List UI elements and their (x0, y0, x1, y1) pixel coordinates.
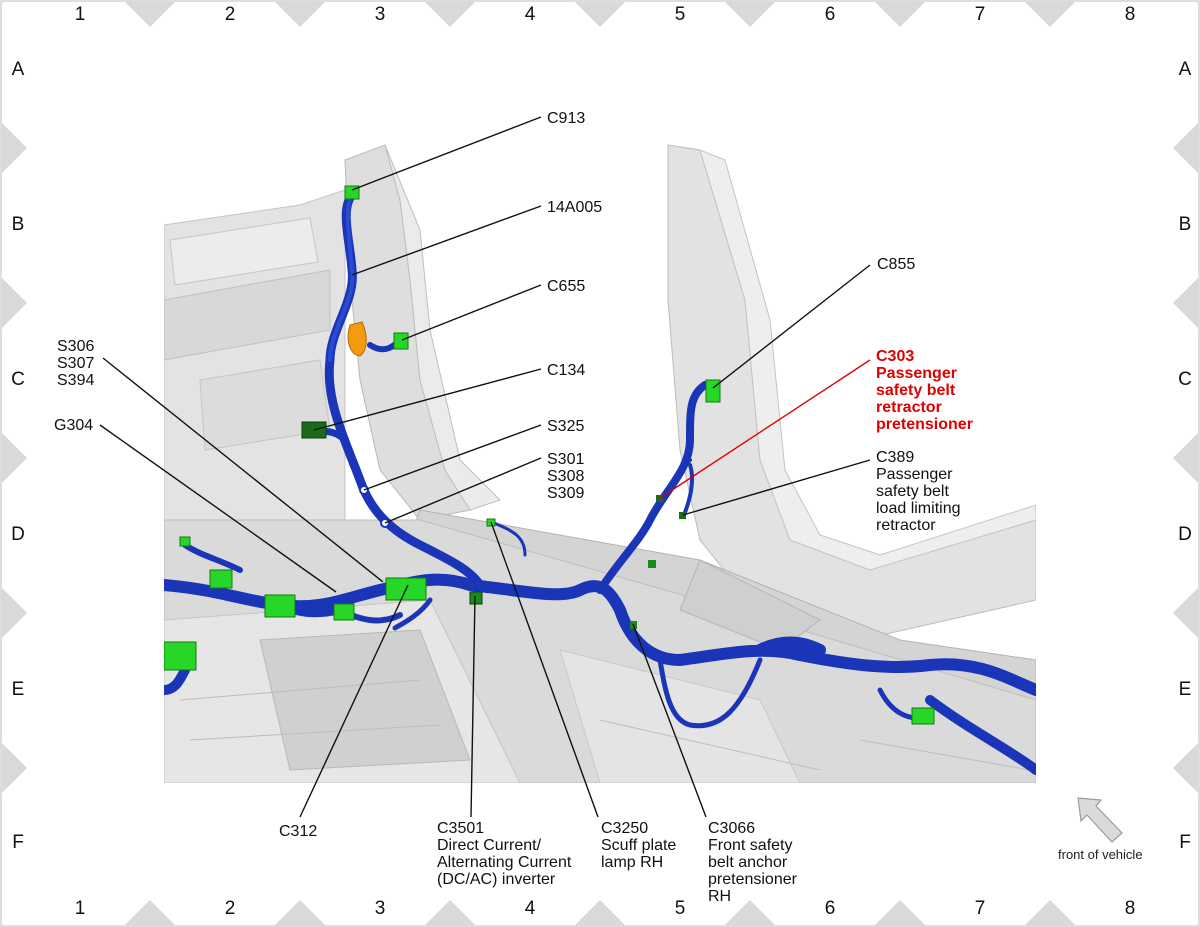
callout-line: C389 (876, 449, 914, 466)
callout-line: S394 (57, 372, 94, 389)
column-label-bottom-4: 4 (525, 898, 536, 919)
column-label-bottom-1: 1 (75, 898, 86, 919)
leader-lines (99, 116, 871, 818)
callout-line: S301 (547, 451, 584, 468)
callout-line: Front safety (708, 837, 792, 854)
callout-line: C312 (279, 823, 317, 840)
callout-c134: C134 (547, 362, 585, 379)
column-label-bottom-3: 3 (375, 898, 386, 919)
row-label-left-b: B (12, 214, 25, 235)
row-label-left-d: D (11, 524, 25, 545)
wiring-harness (164, 190, 1036, 775)
callout-line: pretensioner (876, 416, 973, 433)
callout-line: (DC/AC) inverter (437, 871, 556, 888)
callout-line: C303 (876, 348, 914, 365)
callout-line: Passenger (876, 365, 957, 382)
callout-line: 14A005 (547, 199, 602, 216)
row-label-right-e: E (1179, 679, 1192, 700)
column-labels-top: 1 2 3 4 5 6 7 8 (75, 4, 1136, 25)
row-label-right-c: C (1178, 369, 1192, 390)
callout-line: retractor (876, 517, 936, 534)
callout-line: pretensioner (708, 871, 798, 888)
callout-c312: C312 (279, 823, 317, 840)
callout-line: S306 (57, 338, 94, 355)
callout-line: C3250 (601, 820, 648, 837)
callout-line: Passenger (876, 466, 953, 483)
front-of-vehicle-indicator: front of vehicle (1058, 797, 1143, 862)
row-label-right-f: F (1179, 832, 1191, 853)
callout-line: retractor (876, 399, 942, 416)
front-of-vehicle-label: front of vehicle (1058, 847, 1143, 862)
column-label-top-4: 4 (525, 4, 536, 25)
row-label-right-d: D (1178, 524, 1192, 545)
callout-line: Alternating Current (437, 854, 572, 871)
callout-line: C3066 (708, 820, 755, 837)
callout-line: C3501 (437, 820, 484, 837)
callout-line: S325 (547, 418, 584, 435)
column-label-top-1: 1 (75, 4, 86, 25)
callout-line: Direct Current/ (437, 837, 542, 854)
row-label-right-b: B (1179, 214, 1192, 235)
callout-line: S308 (547, 468, 584, 485)
row-label-left-c: C (11, 369, 25, 390)
row-labels-right: A B C D E F (1178, 59, 1192, 853)
callout-line: Scuff plate (601, 837, 676, 854)
callout-line: C855 (877, 256, 915, 273)
column-label-bottom-6: 6 (825, 898, 836, 919)
row-label-left-e: E (12, 679, 25, 700)
connector-c3501 (469, 591, 483, 605)
callout-line: S309 (547, 485, 584, 502)
column-label-bottom-2: 2 (225, 898, 236, 919)
column-label-top-8: 8 (1125, 4, 1136, 25)
row-label-left-a: A (12, 59, 25, 80)
callout-g304: G304 (54, 417, 93, 434)
column-label-bottom-8: 8 (1125, 898, 1136, 919)
connector-c303 (656, 495, 663, 502)
callout-line: load limiting (876, 500, 960, 517)
column-label-bottom-5: 5 (675, 898, 686, 919)
front-arrow-icon (1077, 797, 1123, 843)
callout-c913: C913 (547, 110, 585, 127)
callout-line: lamp RH (601, 854, 663, 871)
callout-s325: S325 (547, 418, 584, 435)
column-label-top-6: 6 (825, 4, 836, 25)
callout-line: C913 (547, 110, 585, 127)
column-label-top-7: 7 (975, 4, 986, 25)
callout-line: G304 (54, 417, 93, 434)
column-label-top-2: 2 (225, 4, 236, 25)
column-labels-bottom: 1 2 3 4 5 6 7 8 (75, 898, 1136, 919)
callout-line: C655 (547, 278, 585, 295)
column-label-top-5: 5 (675, 4, 686, 25)
callout-line: safety belt (876, 382, 956, 399)
callout-line: S307 (57, 355, 94, 372)
callout-line: RH (708, 888, 731, 905)
callout-line: safety belt (876, 483, 949, 500)
callout-line: C134 (547, 362, 585, 379)
callout-14a005: 14A005 (547, 199, 602, 216)
connector-c655 (393, 332, 409, 350)
callout-line: belt anchor (708, 854, 788, 871)
connector-c389 (679, 512, 686, 519)
column-label-top-3: 3 (375, 4, 386, 25)
callout-c855: C855 (877, 256, 915, 273)
row-label-right-a: A (1179, 59, 1192, 80)
row-labels-left: A B C D E F (11, 59, 25, 853)
row-label-left-f: F (12, 832, 24, 853)
orange-bracket (347, 321, 367, 357)
callout-c655: C655 (547, 278, 585, 295)
column-label-bottom-7: 7 (975, 898, 986, 919)
